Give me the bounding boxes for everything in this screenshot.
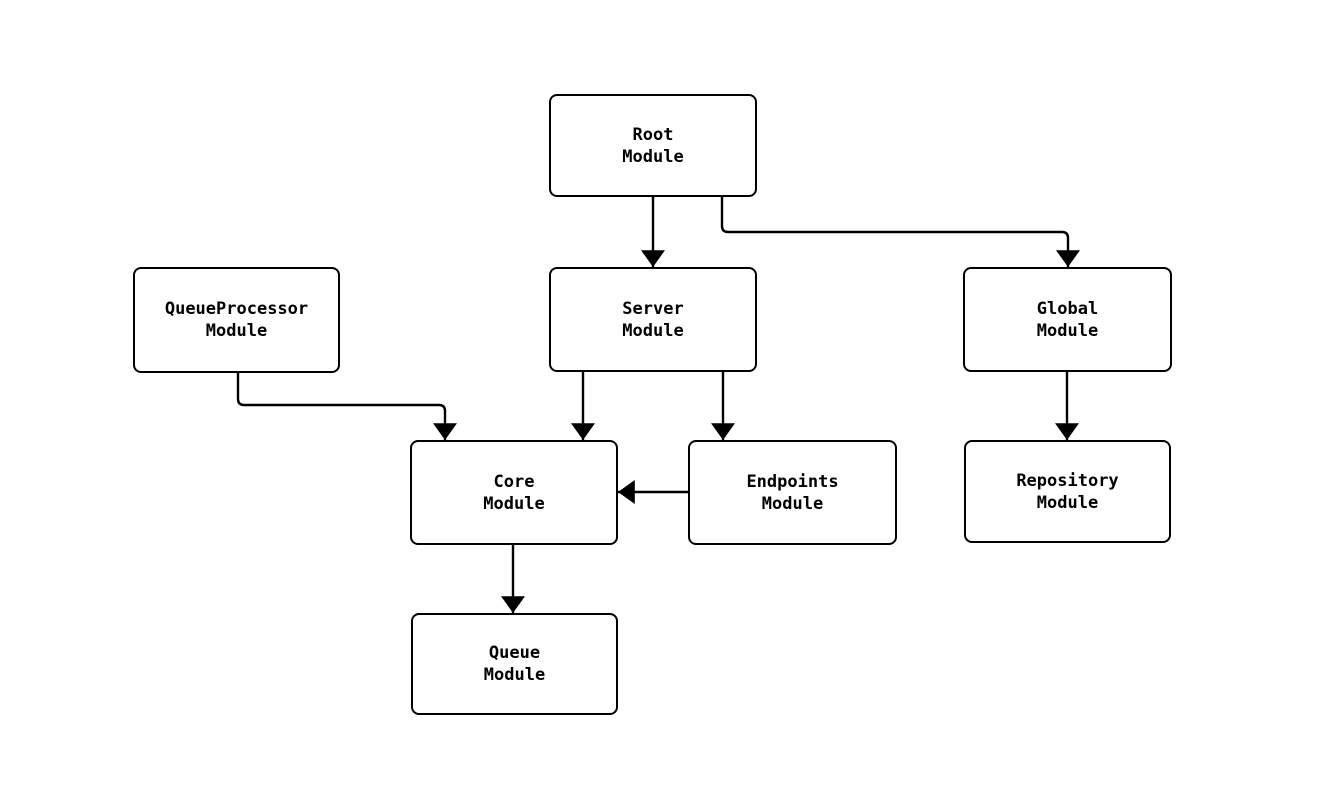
node-label: Queue Module — [483, 643, 546, 685]
node-queue-module: Queue Module — [411, 613, 618, 715]
node-label: Server Module — [622, 298, 684, 341]
node-label: Global Module — [1036, 298, 1099, 341]
node-endpoints-module: Endpoints Module — [688, 440, 897, 545]
node-label: Root Module — [622, 124, 684, 167]
edge-root-module-to-global-module — [720, 197, 1080, 267]
edge-queueprocessor-module-to-core-module — [236, 373, 457, 440]
node-label: QueueProcessor Module — [164, 299, 309, 341]
node-repository-module: Repository Module — [964, 440, 1171, 543]
node-root-module: Root Module — [549, 94, 757, 197]
node-global-module: Global Module — [963, 267, 1172, 372]
edges-group — [236, 197, 1080, 613]
node-label: Repository Module — [1016, 470, 1119, 513]
node-server-module: Server Module — [549, 267, 757, 372]
node-core-module: Core Module — [410, 440, 618, 545]
node-label: Endpoints Module — [746, 471, 839, 514]
node-queueprocessor-module: QueueProcessor Module — [133, 267, 340, 373]
node-label: Core Module — [483, 471, 545, 514]
